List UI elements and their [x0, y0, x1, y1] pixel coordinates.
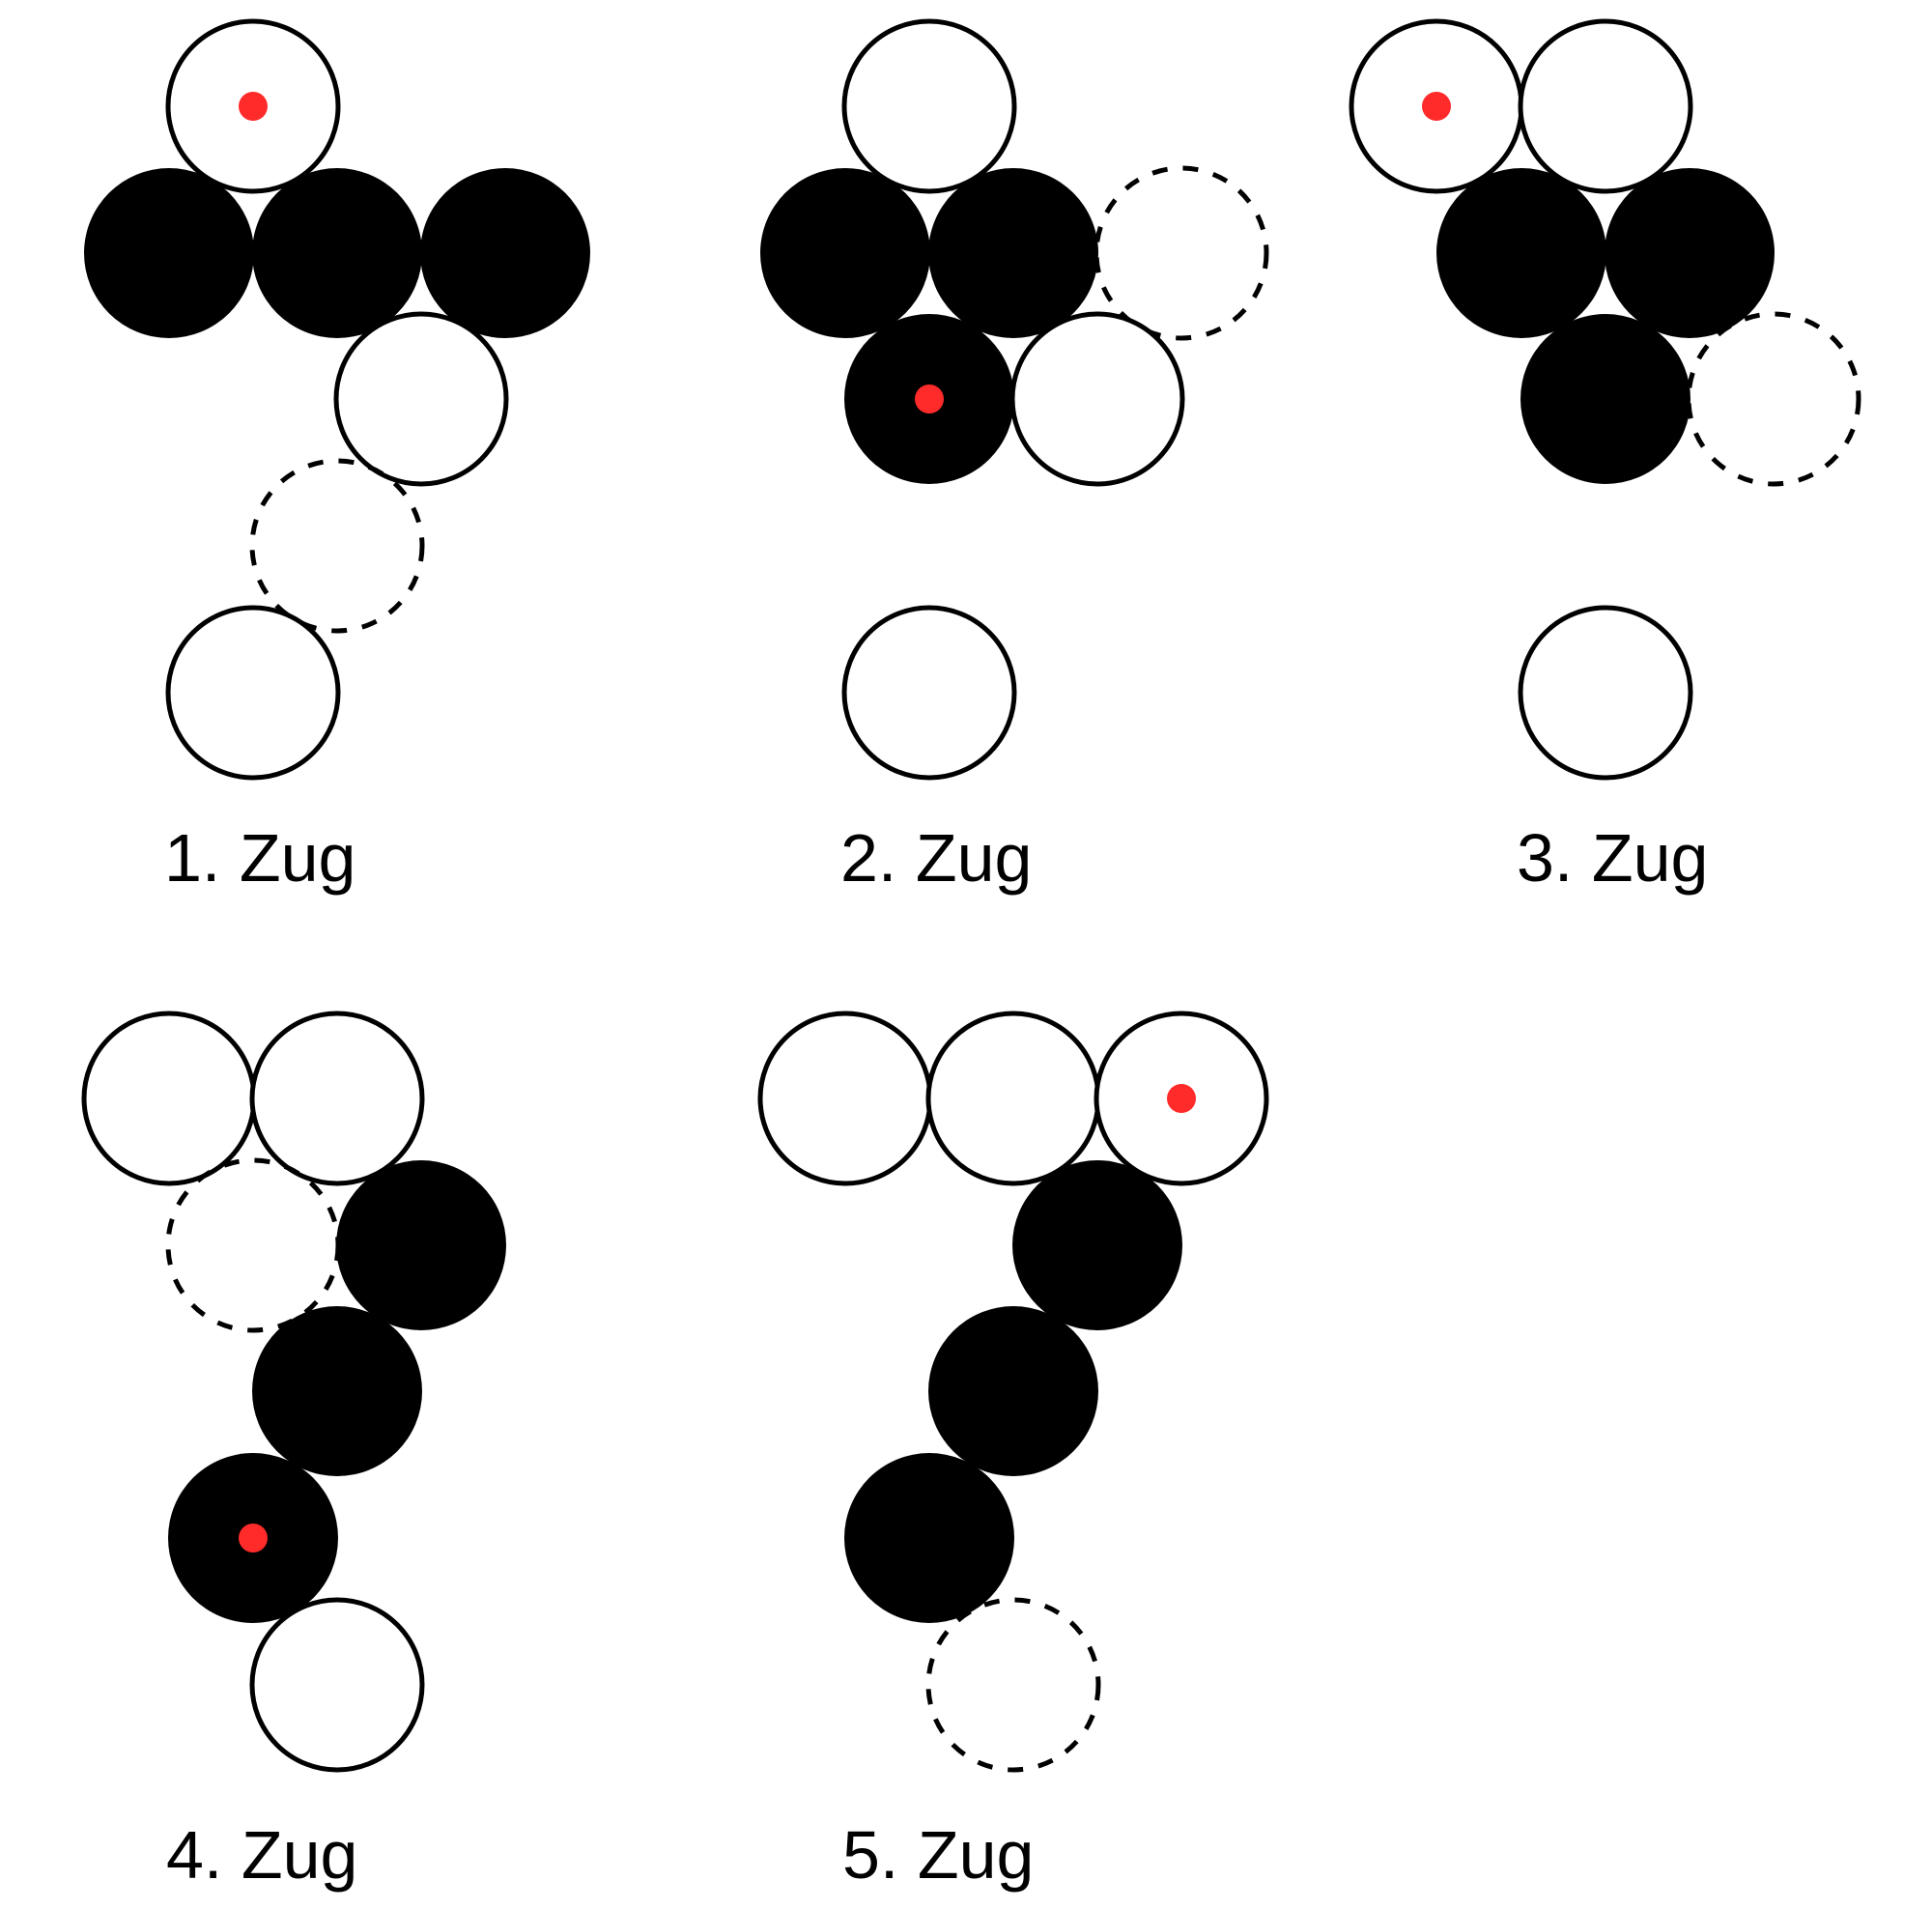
last-move-marker — [1422, 92, 1451, 121]
black-stone — [928, 1306, 1098, 1476]
white-stone — [841, 18, 1017, 194]
black-stone — [1436, 168, 1606, 338]
ghost-stone-position — [1094, 165, 1269, 341]
panel-move-4: 4. Zug — [81, 1011, 506, 1893]
black-stone — [1605, 168, 1775, 338]
panel-label: 2. Zug — [840, 820, 1032, 896]
ghost-stone-position — [165, 1157, 341, 1333]
last-move-marker — [239, 1524, 268, 1553]
panel-label: 3. Zug — [1517, 820, 1708, 896]
last-move-marker — [239, 92, 268, 121]
black-stone — [252, 168, 422, 338]
black-stone — [84, 168, 254, 338]
black-stone — [928, 168, 1098, 338]
white-stone — [249, 1597, 425, 1773]
panel-label: 4. Zug — [166, 1817, 357, 1893]
black-stone — [252, 1306, 422, 1476]
black-stone — [760, 168, 930, 338]
last-move-marker — [915, 385, 944, 413]
white-stone — [1518, 18, 1693, 194]
black-stone — [1012, 1160, 1182, 1330]
black-stone — [336, 1160, 506, 1330]
panel-move-5: 5. Zug — [757, 1011, 1269, 1893]
white-stone — [249, 1011, 425, 1186]
black-stone — [1520, 314, 1690, 484]
panel-move-3: 3. Zug — [1349, 18, 1861, 896]
panel-move-2: 2. Zug — [760, 18, 1269, 896]
panel-move-1: 1. Zug — [84, 18, 590, 896]
black-stone — [844, 1453, 1014, 1623]
last-move-marker — [1167, 1084, 1196, 1113]
white-stone — [1518, 605, 1693, 781]
white-stone — [81, 1011, 257, 1186]
ghost-stone-position — [1686, 311, 1861, 487]
white-stone — [165, 605, 341, 781]
white-stone — [333, 311, 509, 487]
panel-label: 1. Zug — [164, 820, 355, 896]
white-stone — [841, 605, 1017, 781]
panel-label: 5. Zug — [842, 1817, 1034, 1893]
black-stone — [420, 168, 590, 338]
ghost-stone-position — [249, 458, 425, 634]
white-stone — [1009, 311, 1185, 487]
white-stone — [757, 1011, 933, 1186]
white-stone — [925, 1011, 1101, 1186]
ghost-stone-position — [925, 1597, 1101, 1773]
